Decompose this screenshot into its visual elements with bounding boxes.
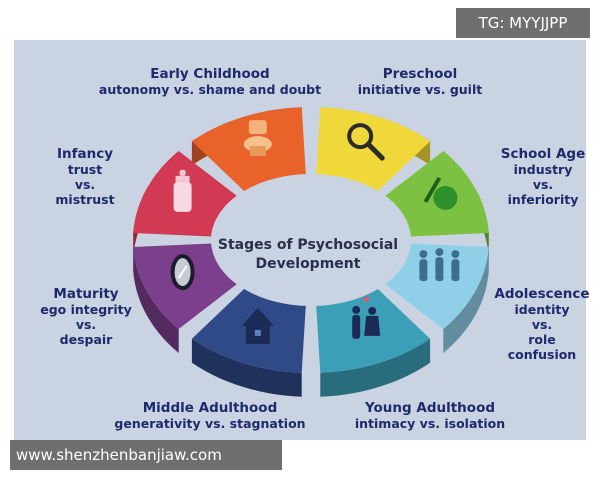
segment-side-adolescence — [443, 247, 489, 353]
stage-label-young-adulthood: Young Adulthood intimacy vs. isolation — [354, 400, 506, 431]
teens-icon — [419, 248, 460, 282]
stage-label-preschool: Preschool initiative vs. guilt — [357, 66, 483, 97]
couple-icon — [352, 297, 381, 339]
stage-label-school-age: School Age industry vs. inferiority — [500, 146, 586, 207]
segment-side-middle-adulthood — [191, 338, 302, 397]
stage-label-middle-adulthood: Middle Adulthood generativity vs. stagna… — [114, 400, 306, 431]
stage-label-adolescence: Adolescence identity vs. role confusion — [494, 286, 590, 362]
potty-icon — [243, 120, 272, 157]
mirror-icon — [170, 254, 195, 291]
center-title: Stages of Psychosocial Development — [217, 237, 399, 272]
stage-label-maturity: Maturity ego integrity vs. despair — [40, 286, 132, 347]
segment-side-maturity — [133, 247, 179, 353]
baby-bottle-icon — [173, 169, 192, 212]
watermark-bottom: www.shenzhenbanjiaw.com — [10, 440, 282, 470]
segment-adolescence — [385, 243, 489, 329]
watermark-top: TG: MYYJJPP — [456, 8, 590, 38]
stage-label-infancy: Infancy trust vs. mistrust — [55, 146, 115, 207]
psychosocial-wheel — [133, 107, 489, 397]
house-icon — [241, 307, 274, 344]
magnifying-glass-icon — [347, 123, 385, 161]
segment-side-young-adulthood — [320, 338, 431, 397]
stage-label-early-childhood: Early Childhood autonomy vs. shame and d… — [98, 66, 322, 97]
apple-pencil-icon — [423, 176, 458, 210]
